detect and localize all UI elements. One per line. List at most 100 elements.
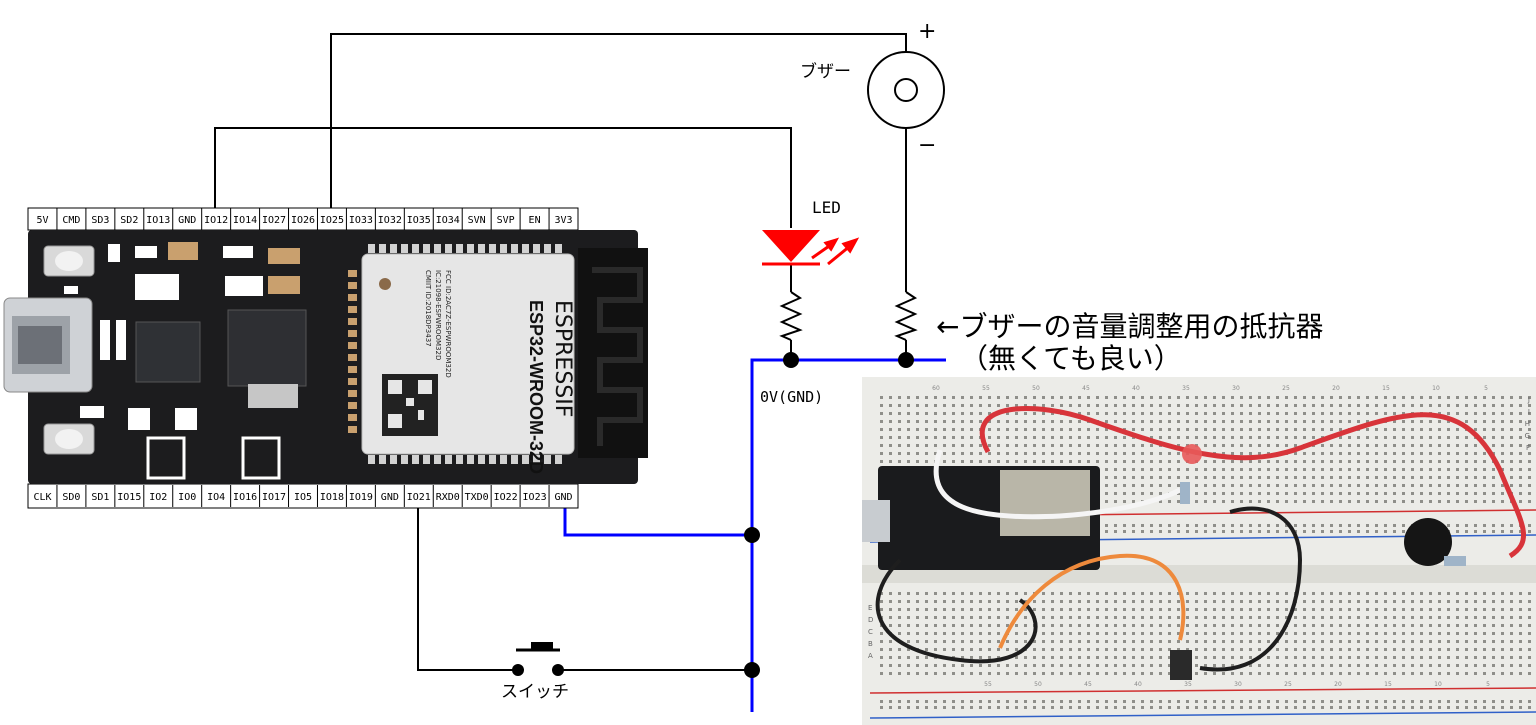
top-pin-io27: IO27 [262,215,286,226]
resistor-note: ←ブザーの音量調整用の抵抗器 [936,310,1323,343]
antenna-trace [592,267,643,446]
top-pin-io32: IO32 [378,215,402,226]
bb-row-letter: C [868,628,873,636]
resistors [779,291,918,341]
bb-row-letter: I [1528,408,1530,416]
bottom-pin-sd0: SD0 [62,492,80,503]
bottom-pin-sd1: SD1 [91,492,109,503]
led-label: LED [812,198,841,217]
junction-led-gnd [783,352,799,368]
module-dot [379,278,391,290]
bb-top-number: 15 [1382,385,1390,392]
module-cert-3: CMIIT ID:2018DP3437 [424,270,432,347]
bottom-pin-io0: IO0 [178,492,196,503]
photo-resistor [1180,482,1190,504]
led-light-arrows [811,237,860,266]
top-pin-5v: 5V [36,215,48,226]
bottom-pin-io4: IO4 [207,492,225,503]
bottom-pin-io21: IO21 [407,492,431,503]
ground-wires [563,358,946,712]
bb-bottom-number: 55 [984,681,992,688]
top-pin-svn: SVN [468,215,486,226]
bb-top-number: 50 [1032,385,1040,392]
buzzer-resistor [894,291,918,341]
black-jumper-1 [875,558,1038,664]
top-pin-3v3: 3V3 [554,215,572,226]
bb-top-number: 10 [1432,385,1440,392]
bottom-pin-io19: IO19 [349,492,373,503]
top-pin-io13: IO13 [146,215,170,226]
bb-bottom-number: 30 [1234,681,1242,688]
bottom-pin-gnd: GND [381,492,399,503]
junction-buzzer-gnd [898,352,914,368]
qr-pattern [388,380,432,428]
red-jumper [979,406,1527,559]
signal-wires [214,33,907,671]
bottom-pin-io23: IO23 [523,492,547,503]
buzzer-minus-label: − [918,133,936,158]
usb-uart-chip [135,321,201,383]
bottom-pin-header [27,483,579,509]
ground-label: 0V(GND) [760,388,823,406]
top-pin-io14: IO14 [233,215,257,226]
top-pin-io12: IO12 [204,215,228,226]
module-cert-2: IC:21098-ESPWROOM32D [434,270,442,360]
bb-bottom-number: 40 [1134,681,1142,688]
bb-top-number: 55 [982,385,990,392]
module-cert-1: FCC ID:2AC7Z-ESPWROOM32D [444,270,452,378]
top-pin-gnd: GND [178,215,196,226]
wire-io12-led [214,127,792,228]
wire-io21-switch [417,508,518,671]
bb-row-letter: J [1527,396,1530,404]
bb-row-letter: B [868,640,873,648]
bb-row-letter: D [868,616,873,624]
module-pads [348,244,562,464]
bb-top-number: 60 [932,385,940,392]
module-brand: ESPRESSIF [550,300,575,417]
photo-buzzer [1404,518,1452,566]
top-pin-sd2: SD2 [120,215,138,226]
bottom-pin-txd0: TXD0 [465,492,489,503]
led-resistor [779,291,803,341]
wire-gnd-pin [563,508,752,537]
smd-components [64,242,300,430]
bb-bottom-number: 20 [1334,681,1342,688]
bottom-pin-io17: IO17 [262,492,286,503]
bb-bottom-number: 15 [1384,681,1392,688]
top-pin-sd3: SD3 [91,215,109,226]
wire-io25-buzzer [330,33,907,208]
voltage-regulator [227,309,307,387]
led-symbol [762,230,860,266]
boot-buttons [43,245,95,455]
buzzer-symbol [867,51,945,129]
bb-row-letter: F [1526,444,1530,452]
top-pin-io34: IO34 [436,215,460,226]
bb-top-number: 30 [1232,385,1240,392]
gnd-rail-top [750,358,946,712]
bottom-pin-gnd: GND [554,492,572,503]
bottom-pin-io15: IO15 [117,492,141,503]
top-pin-svp: SVP [497,215,515,226]
bb-top-number: 45 [1082,385,1090,392]
bb-row-letter: G [1525,432,1530,440]
bottom-pin-io18: IO18 [320,492,344,503]
bb-top-number: 20 [1332,385,1340,392]
buzzer-plus-label: + [918,19,936,44]
bottom-pin-io22: IO22 [494,492,518,503]
bb-top-number: 40 [1132,385,1140,392]
bb-bottom-number: 45 [1084,681,1092,688]
bb-bottom-number: 35 [1184,681,1192,688]
bb-top-number: 5 [1484,385,1488,392]
bottom-pin-clk: CLK [33,492,51,503]
mosfet-pads [146,436,281,480]
junction-dots [744,352,914,678]
bottom-pin-rxd0: RXD0 [436,492,460,503]
bb-top-number: 35 [1182,385,1190,392]
top-pin-io35: IO35 [407,215,431,226]
